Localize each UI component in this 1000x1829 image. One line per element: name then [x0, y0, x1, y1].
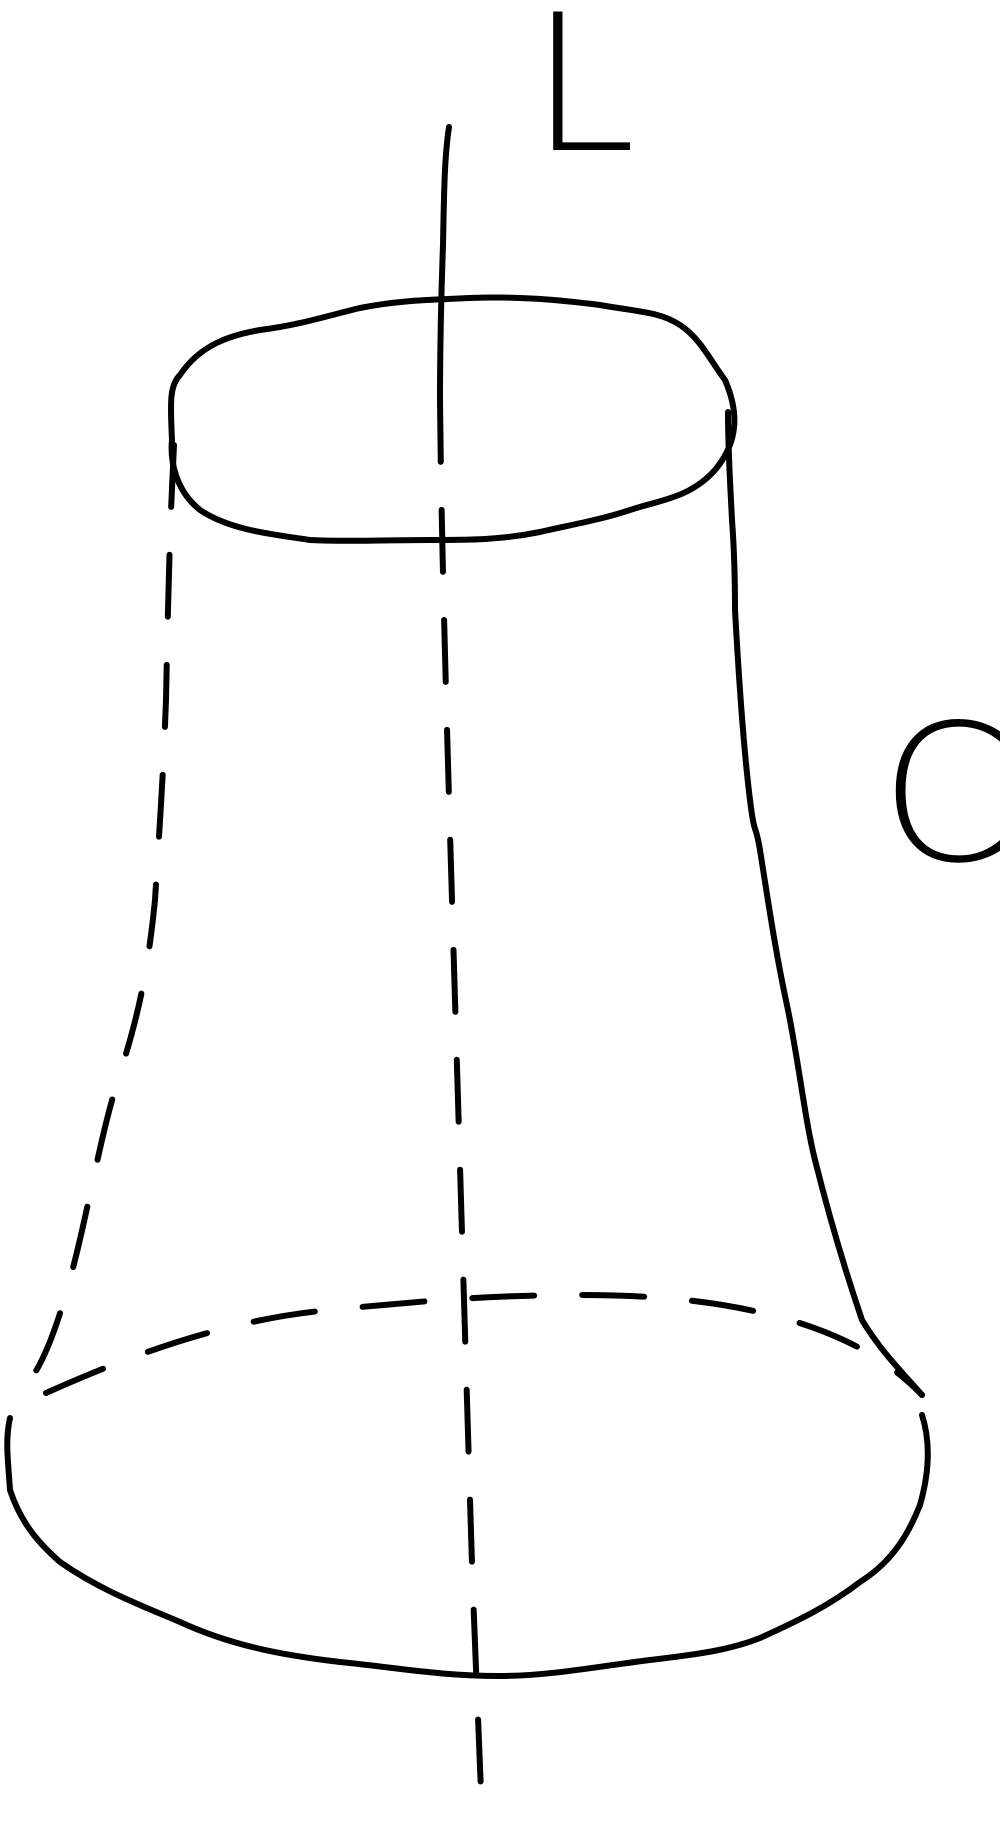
surface-label-c: C [880, 684, 1000, 905]
bottom-ellipse-back [46, 1295, 922, 1395]
left-side-line [30, 445, 174, 1380]
top-ellipse [171, 297, 734, 540]
axis-line-solid [440, 127, 449, 400]
axis-label-l: L [530, 0, 636, 195]
axis-line-dashed [440, 400, 482, 1825]
